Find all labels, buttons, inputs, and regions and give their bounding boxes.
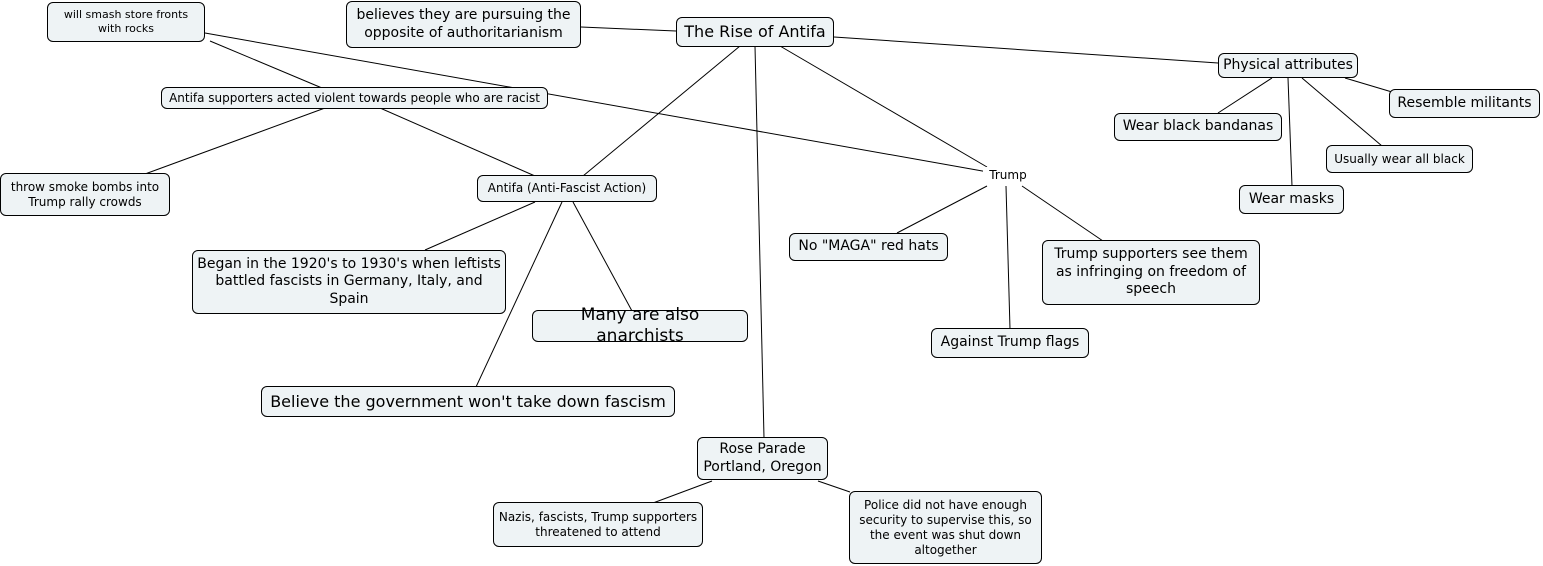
node-many-anarchists[interactable]: Many are also anarchists [532, 305, 748, 346]
node-maga-hats[interactable]: No "MAGA" red hats [789, 233, 948, 261]
node-police-security[interactable]: Police did not have enough security to s… [849, 491, 1042, 564]
node-smoke-bombs[interactable]: throw smoke bombs into Trump rally crowd… [0, 173, 170, 216]
link-trump-maga [896, 185, 988, 234]
link-violent-smoke [144, 107, 326, 175]
link-smash-violent [209, 40, 323, 89]
link-violent-antifa [379, 107, 536, 177]
node-believes-opposite[interactable]: believes they are pursuing the opposite … [346, 1, 581, 48]
link-root-rose [754, 45, 765, 439]
link-root-physical [833, 36, 1219, 64]
node-physical-attributes[interactable]: Physical attributes [1218, 53, 1358, 78]
node-wear-masks[interactable]: Wear masks [1239, 185, 1344, 214]
link-physical-militants [1344, 77, 1393, 93]
link-rose-police [817, 480, 851, 493]
root-node-rise-of-antifa[interactable]: The Rise of Antifa [676, 17, 834, 47]
link-antifa-began [424, 201, 536, 251]
node-resemble-militants[interactable]: Resemble militants [1389, 89, 1540, 118]
node-black-bandanas[interactable]: Wear black bandanas [1114, 113, 1282, 141]
link-trump-flags [1005, 185, 1011, 330]
node-rose-parade[interactable]: Rose Parade Portland, Oregon [697, 437, 828, 480]
link-antifa-believe [475, 201, 563, 388]
link-rose-nazis [652, 480, 713, 504]
link-trump-speech [1021, 185, 1104, 242]
node-against-trump-flags[interactable]: Against Trump flags [931, 328, 1089, 358]
node-nazis-threatened[interactable]: Nazis, fascists, Trump supporters threat… [493, 502, 703, 547]
link-root-trump [779, 45, 988, 168]
node-believe-government[interactable]: Believe the government won't take down f… [261, 386, 675, 417]
node-antifa[interactable]: Antifa (Anti-Fascist Action) [477, 175, 657, 202]
link-antifa-anarchists [572, 201, 633, 312]
link-physical-bandanas [1217, 77, 1273, 114]
link-physical-masks [1287, 77, 1293, 187]
link-root-believes [580, 26, 677, 32]
link-root-antifa [582, 45, 741, 177]
node-trump[interactable]: Trump [983, 167, 1033, 183]
node-freedom-of-speech[interactable]: Trump supporters see them as infringing … [1042, 240, 1260, 305]
link-physical-allblack [1301, 77, 1383, 147]
node-began-1920s[interactable]: Began in the 1920's to 1930's when lefti… [192, 250, 506, 314]
node-smash-store-fronts[interactable]: will smash store fronts with rocks [47, 2, 205, 42]
node-violent-towards-racists[interactable]: Antifa supporters acted violent towards … [161, 87, 548, 109]
node-all-black[interactable]: Usually wear all black [1326, 145, 1473, 173]
link-smash-trump [204, 32, 989, 173]
